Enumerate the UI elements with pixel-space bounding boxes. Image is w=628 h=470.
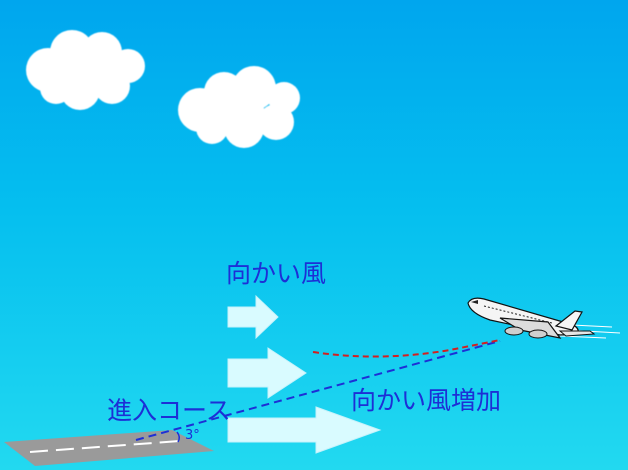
headwind-label: 向かい風 [226,259,327,288]
arrow-right-icon [227,294,279,340]
glide-angle-label: 3° [185,428,200,443]
headwind-increase-label: 向かい風増加 [351,386,502,415]
runway-icon [4,430,214,466]
cloud-icon [26,30,145,110]
approach-course-label: 進入コース [107,396,231,425]
cloud-icon [178,66,300,148]
arrow-right-icon [227,406,382,454]
deviation-path [312,339,501,358]
airplane-icon [467,297,621,339]
glide-angle-arc [176,431,181,443]
approach-course-line [135,340,501,441]
arrow-right-icon [227,347,307,399]
